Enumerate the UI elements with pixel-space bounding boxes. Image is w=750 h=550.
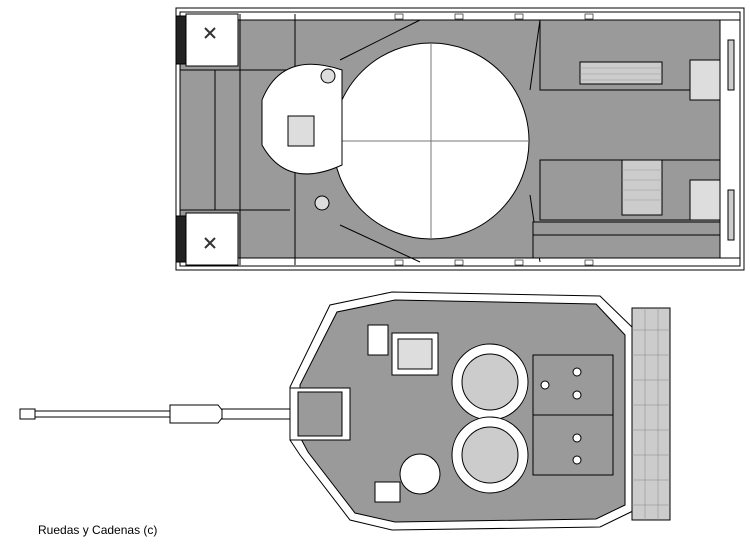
rear-hatch-top (185, 13, 239, 67)
copyright-caption: Ruedas y Cadenas (c) (38, 523, 158, 537)
grille-bottom (621, 159, 663, 216)
bustle-rack (631, 307, 671, 521)
hull-top-view (175, 7, 745, 271)
rear-hatch-bottom (185, 212, 239, 266)
turret-top-view (19, 291, 671, 531)
main-gun-barrel (19, 404, 291, 424)
grille-top (579, 61, 663, 85)
sight-housing (399, 453, 441, 495)
